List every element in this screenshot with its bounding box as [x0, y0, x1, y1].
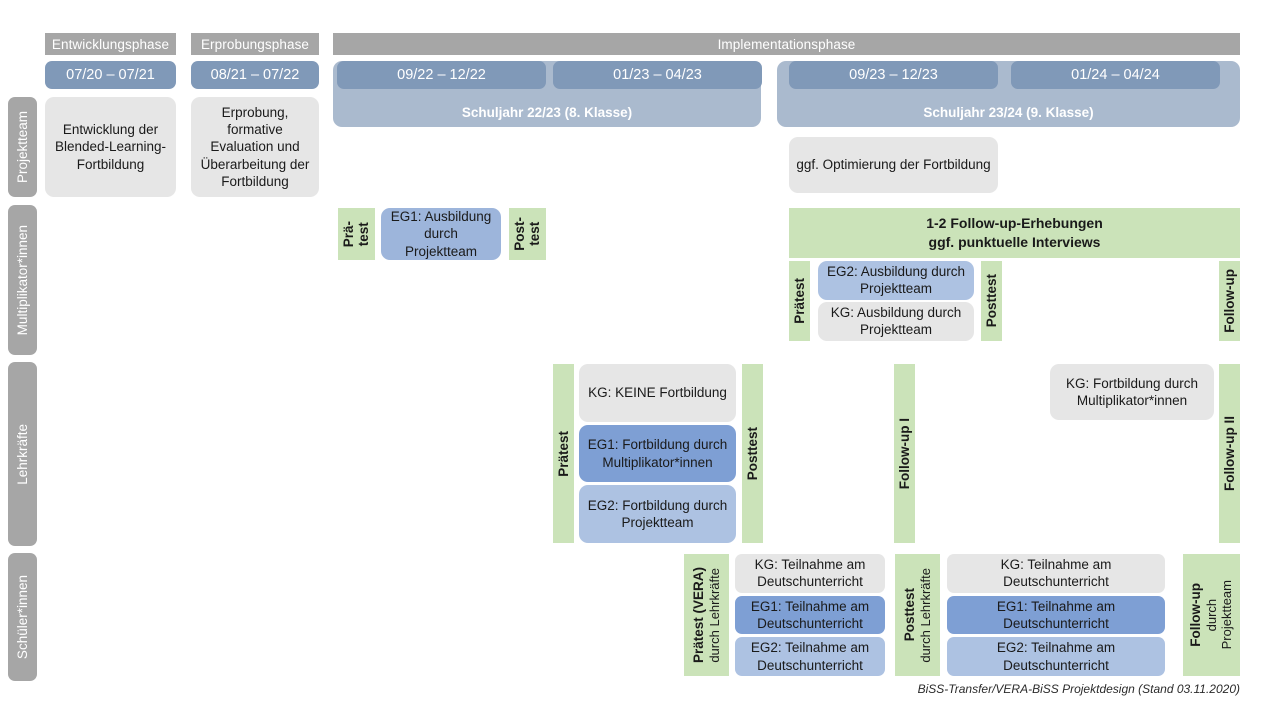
multiplikatoren-posttest-2-label: Posttest	[984, 274, 999, 328]
multiplikatoren-kg-box: KG: Ausbildung durch Projektteam	[818, 301, 974, 341]
schuelerinnen-posttest-bar: Posttest durch Lehrkräfte	[895, 554, 940, 676]
sidebar-item-lehrkraefte[interactable]: Lehrkräfte	[8, 362, 37, 546]
multiplikatoren-praetest-2-label: Prätest	[792, 278, 807, 324]
multiplikatoren-posttest-1-line2: test	[527, 222, 543, 247]
period-bar-0124-0424: 01/24 – 04/24	[1011, 61, 1220, 89]
schuelerinnen-eg1-box-left: EG1: Teilnahme am Deutschunterricht	[735, 595, 885, 635]
multiplikatoren-eg1-box: EG1: Ausbildung durch Projektteam	[381, 208, 501, 260]
followup-banner-line1: 1-2 Follow-up-Erhebungen	[926, 215, 1103, 232]
lehrkraefte-followup-1-bar: Follow-up I	[894, 364, 915, 543]
lehrkraefte-posttest-bar: Posttest	[742, 364, 763, 543]
multiplikatoren-followup-label: Follow-up	[1222, 269, 1237, 333]
schuelerinnen-praetest-bar: Prätest (VERA) durch Lehrkräfte	[684, 554, 729, 676]
schuelerinnen-praetest-main: Prätest (VERA)	[691, 566, 706, 664]
projektteam-entwicklung-box: Entwicklung der Blended-Learning-Fortbil…	[45, 97, 176, 197]
schuelerinnen-followup-bar: Follow-up durch Projektteam	[1183, 554, 1240, 676]
multiplikatoren-group-stack: EG2: Ausbildung durch Projektteam KG: Au…	[818, 261, 974, 341]
schuelerinnen-eg2-box-left: EG2: Teilnahme am Deutschunterricht	[735, 637, 885, 677]
sidebar-item-projektteam[interactable]: Projektteam	[8, 97, 37, 197]
phase-header-erprobungsphase: Erprobungsphase	[191, 33, 319, 55]
period-bar-0923-1223: 09/23 – 12/23	[789, 61, 998, 89]
multiplikatoren-followup-banner: 1-2 Follow-up-Erhebungen ggf. punktuelle…	[789, 208, 1240, 258]
multiplikatoren-praetest-1-bar: Prä- test	[338, 208, 375, 260]
schuelerinnen-eg2-box-right: EG2: Teilnahme am Deutschunterricht	[947, 637, 1165, 677]
schuelerinnen-eg1-box-right: EG1: Teilnahme am Deutschunterricht	[947, 595, 1165, 635]
period-bar-0821-0722: 08/21 – 07/22	[191, 61, 319, 89]
multiplikatoren-followup-bar: Follow-up	[1219, 261, 1240, 341]
lehrkraefte-praetest-label: Prätest	[556, 430, 571, 477]
followup-banner-line2: ggf. punktuelle Interviews	[928, 234, 1101, 250]
sidebar-item-label: Schüler*innen	[15, 574, 30, 660]
lehrkraefte-eg1-box: EG1: Fortbildung durch Multiplikator*inn…	[579, 424, 736, 483]
multiplikatoren-eg2-box: EG2: Ausbildung durch Projektteam	[818, 261, 974, 300]
lehrkraefte-followup-2-label: Follow-up II	[1222, 416, 1237, 491]
multiplikatoren-posttest-1-bar: Post- test	[509, 208, 546, 260]
schuelerinnen-kg-box-right: KG: Teilnahme am Deutschunterricht	[947, 554, 1165, 593]
multiplikatoren-posttest-2-bar: Posttest	[981, 261, 1002, 341]
lehrkraefte-praetest-bar: Prätest	[553, 364, 574, 543]
projektteam-erprobung-box: Erprobung, formative Evaluation und Über…	[191, 97, 319, 197]
lehrkraefte-followup-2-bar: Follow-up II	[1219, 364, 1240, 543]
lehrkraefte-group-stack: KG: KEINE Fortbildung EG1: Fortbildung d…	[579, 364, 736, 543]
schuelerinnen-followup-sub-line2: Projektteam	[1219, 580, 1234, 650]
period-bar-0720-0721: 07/20 – 07/21	[45, 61, 176, 89]
sidebar-item-multiplikatorinnen[interactable]: Multiplikator*innen	[8, 205, 37, 355]
lehrkraefte-kg-right-box: KG: Fortbildung durch Multiplikator*inne…	[1050, 364, 1214, 420]
phase-header-implementationsphase: Implementationsphase	[333, 33, 1240, 55]
schuelerinnen-kg-box-left: KG: Teilnahme am Deutschunterricht	[735, 554, 885, 593]
schuelerinnen-posttest-sub: durch Lehrkräfte	[918, 567, 933, 663]
schuelerinnen-posttest-main: Posttest	[902, 588, 917, 642]
multiplikatoren-praetest-1-line1: Prä-	[341, 220, 357, 248]
multiplikatoren-praetest-1-line2: test	[356, 221, 372, 246]
schuelerinnen-group-stack-left: KG: Teilnahme am Deutschunterricht EG1: …	[735, 554, 885, 677]
schuelerinnen-group-stack-right: KG: Teilnahme am Deutschunterricht EG1: …	[947, 554, 1165, 677]
lehrkraefte-followup-1-label: Follow-up I	[897, 417, 912, 490]
multiplikatoren-praetest-2-bar: Prätest	[789, 261, 810, 341]
period-bar-0922-1222: 09/22 – 12/22	[337, 61, 546, 89]
footer-caption: BiSS-Transfer/VERA-BiSS Projektdesign (S…	[917, 682, 1240, 696]
phase-header-entwicklungsphase: Entwicklungsphase	[45, 33, 176, 55]
schuelerinnen-followup-main: Follow-up	[1188, 583, 1204, 647]
lehrkraefte-eg2-box: EG2: Fortbildung durch Projektteam	[579, 485, 736, 543]
lehrkraefte-kg-keine-box: KG: KEINE Fortbildung	[579, 364, 736, 422]
lehrkraefte-posttest-label: Posttest	[745, 426, 760, 481]
schuelerinnen-praetest-sub: durch Lehrkräfte	[707, 567, 722, 663]
sidebar-item-label: Lehrkräfte	[15, 423, 30, 485]
sidebar-item-label: Projektteam	[15, 110, 30, 184]
sidebar-item-label: Multiplikator*innen	[15, 224, 30, 336]
period-bar-0123-0423: 01/23 – 04/23	[553, 61, 762, 89]
multiplikatoren-posttest-1-line1: Post-	[512, 217, 528, 251]
sidebar-item-schuelerinnen[interactable]: Schüler*innen	[8, 553, 37, 681]
projektteam-optimierung-box: ggf. Optimierung der Fortbildung	[789, 137, 998, 193]
schuelerinnen-followup-sub-line1: durch	[1204, 598, 1220, 632]
